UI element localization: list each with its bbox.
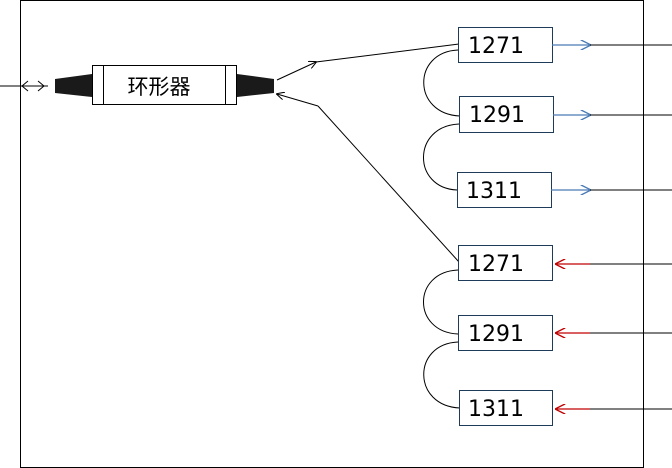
upper-box-1291: 1291: [459, 96, 672, 133]
upper-output-line: [276, 43, 460, 81]
lower-label-1291: 1291: [468, 322, 524, 347]
upper-label-1291: 1291: [469, 103, 525, 128]
upper-label-1311: 1311: [466, 179, 522, 204]
circulator-body: [92, 65, 237, 105]
input-fiber: [0, 80, 48, 92]
upper-box-1271: 1271: [458, 27, 672, 63]
lower-label-1311: 1311: [468, 397, 524, 422]
right-connector: [237, 74, 274, 97]
upper-label-1271: 1271: [468, 34, 524, 59]
loop-connectors: [423, 49, 461, 409]
upper-wavelength-group: 1271 1291 1311: [457, 27, 672, 208]
circulator-label: 环形器: [128, 75, 191, 99]
lower-box-1271: 1271: [458, 245, 672, 281]
lower-wavelength-group: 1271 1291 1311: [458, 245, 672, 426]
circulator: 环形器: [55, 65, 274, 105]
upper-box-1311: 1311: [457, 172, 672, 208]
lower-box-1311: 1311: [459, 390, 672, 426]
lower-box-1291: 1291: [458, 315, 672, 351]
lower-input-line: [277, 94, 460, 263]
lower-label-1271: 1271: [468, 252, 524, 277]
left-connector: [55, 74, 92, 97]
